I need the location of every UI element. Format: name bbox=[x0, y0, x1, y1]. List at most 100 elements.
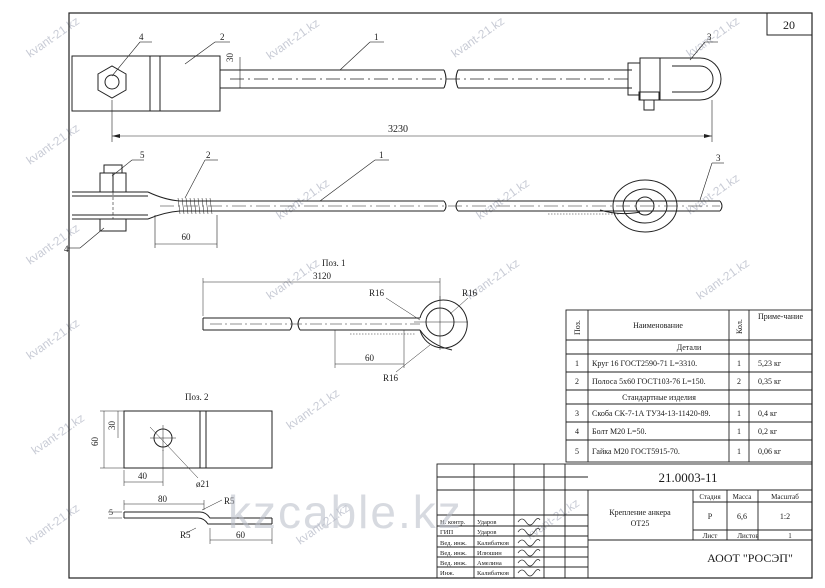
callout-1-side: 1 bbox=[379, 150, 384, 160]
callout-1: 1 bbox=[374, 32, 379, 42]
sign-role: Вед. инж. bbox=[440, 550, 467, 557]
watermark: kvant-21.kz bbox=[264, 16, 322, 63]
callout-4: 4 bbox=[139, 32, 144, 42]
sheet-number-box bbox=[766, 12, 813, 36]
pos1-view: 3120 60 bbox=[202, 271, 469, 373]
pos1-eye bbox=[419, 299, 468, 349]
spec-section-details: Детали bbox=[677, 343, 702, 352]
sign-name: Ударов bbox=[477, 529, 496, 536]
org-name: АООТ "РОСЭП" bbox=[707, 551, 793, 565]
sign-name: Калибатков bbox=[477, 540, 509, 547]
mass-value: 6,6 bbox=[737, 512, 747, 521]
dim-r16-c: R16 bbox=[383, 373, 399, 383]
pos1-label: Поз. 1 bbox=[322, 258, 346, 268]
sign-name: Калибатков bbox=[477, 570, 509, 577]
callout-5: 5 bbox=[140, 150, 145, 160]
dim-40-pos2: 40 bbox=[138, 471, 148, 481]
spec-row-pos: 3 bbox=[575, 409, 579, 418]
watermark: kvant-21.kz bbox=[29, 411, 87, 458]
spec-row-qty: 2 bbox=[737, 377, 741, 386]
stage-value: Р bbox=[708, 512, 713, 521]
pos2-view bbox=[100, 410, 273, 544]
watermark: kvant-21.kz bbox=[474, 176, 532, 223]
spec-row-name: Гайка М20 ГОСТ5915-70. bbox=[592, 447, 680, 456]
watermark: kvant-21.kz bbox=[274, 176, 332, 223]
spec-row-name: Круг 16 ГОСТ2590-71 L=3310. bbox=[592, 359, 697, 368]
dim-60b-pos2: 60 bbox=[236, 530, 246, 540]
title-block bbox=[436, 463, 813, 579]
spec-row-qty: 1 bbox=[737, 427, 741, 436]
sign-role: Вед. инж. bbox=[440, 540, 467, 547]
top-view: 30 3230 bbox=[71, 41, 722, 142]
spec-row-name: Болт М20 L=50. bbox=[592, 427, 647, 436]
watermark-layer: kvant-21.kz kvant-21.kz kvant-21.kz kvan… bbox=[24, 14, 752, 548]
dim-5-pos2: 5 bbox=[109, 508, 113, 517]
watermark: kvant-21.kz bbox=[684, 171, 742, 218]
spec-header-note: Приме-чание bbox=[757, 312, 804, 321]
spec-row-qty: 1 bbox=[737, 359, 741, 368]
watermark: kvant-21.kz bbox=[24, 14, 82, 61]
spec-row-qty: 1 bbox=[737, 447, 741, 456]
sign-role: Н. контр. bbox=[440, 519, 466, 526]
spec-row-note: 0,4 кг bbox=[758, 409, 778, 418]
watermark: kvant-21.kz bbox=[24, 121, 82, 168]
sheet-number: 20 bbox=[783, 18, 795, 32]
dim-r5-a: R5 bbox=[224, 496, 235, 506]
dim-d21: ø21 bbox=[196, 479, 210, 489]
watermark: kvant-21.kz bbox=[284, 386, 342, 433]
dim-60-side: 60 bbox=[182, 232, 192, 242]
dim-30: 30 bbox=[225, 53, 235, 63]
watermark: kvant-21.kz bbox=[24, 316, 82, 363]
callout-3-side: 3 bbox=[716, 153, 721, 163]
dim-r16-a: R16 bbox=[369, 288, 385, 298]
spec-header-qty: Кол. bbox=[735, 319, 744, 334]
spec-header-name: Наименование bbox=[633, 321, 683, 330]
stage-label: Стадия bbox=[699, 493, 721, 501]
spec-row-note: 0,06 кг bbox=[758, 447, 782, 456]
dim-80-pos2: 80 bbox=[158, 494, 168, 504]
pos2-label: Поз. 2 bbox=[185, 392, 209, 402]
sign-role: Вед. инж. bbox=[440, 560, 467, 567]
dim-60-pos1: 60 bbox=[365, 353, 375, 363]
spec-row-note: 0,35 кг bbox=[758, 377, 782, 386]
spec-row-pos: 2 bbox=[575, 377, 579, 386]
strip-plate bbox=[123, 410, 273, 469]
spec-header-pos: Поз. bbox=[573, 320, 582, 335]
sign-name: Илюшин bbox=[477, 550, 502, 557]
sign-role: Инж. bbox=[440, 570, 455, 577]
callout-4-side: 4 bbox=[64, 244, 69, 254]
sheets-value: 1 bbox=[788, 532, 792, 540]
dim-r5-b: R5 bbox=[180, 530, 191, 540]
dim-30-pos2: 30 bbox=[107, 421, 117, 431]
spec-row-name: Скоба СК-7-1А ТУ34-13-11420-89. bbox=[592, 409, 710, 418]
signature-rows: Н. контр. Ударов ГИП Ударов Вед. инж. Ка… bbox=[440, 519, 509, 577]
doc-number: 21.0003-11 bbox=[658, 470, 717, 485]
spec-row-note: 5,23 кг bbox=[758, 359, 782, 368]
shackle-top bbox=[660, 57, 722, 101]
side-view: 60 bbox=[68, 159, 724, 249]
sign-name: Ударов bbox=[477, 519, 496, 526]
sheets-label: Листов bbox=[737, 532, 759, 540]
title-line-2: ОТ25 bbox=[631, 519, 650, 528]
spec-rows: 1 Круг 16 ГОСТ2590-71 L=3310. 1 5,23 кг … bbox=[575, 359, 782, 456]
watermark: kvant-21.kz bbox=[449, 14, 507, 61]
spec-row-pos: 1 bbox=[575, 359, 579, 368]
spec-header-note-wrap: Приме-чание bbox=[757, 312, 804, 321]
dim-3120: 3120 bbox=[313, 271, 332, 281]
spec-row-qty: 1 bbox=[737, 409, 741, 418]
shackle-side bbox=[612, 179, 678, 233]
spec-row-name: Полоса 5х60 ГОСТ103-76 L=150. bbox=[592, 377, 706, 386]
mass-label: Масса bbox=[733, 493, 753, 501]
watermark: kvant-21.kz bbox=[694, 256, 752, 303]
watermark: kvant-21.kz bbox=[684, 14, 742, 61]
callout-3: 3 bbox=[707, 32, 712, 42]
dim-3230: 3230 bbox=[388, 124, 408, 135]
sign-role: ГИП bbox=[440, 529, 453, 536]
dim-60-pos2: 60 bbox=[90, 437, 100, 447]
title-line-1: Крепление анкера bbox=[609, 508, 671, 517]
watermark: kvant-21.kz bbox=[24, 501, 82, 548]
sign-name: Амелина bbox=[477, 560, 502, 567]
watermark: kvant-21.kz bbox=[524, 496, 582, 543]
nut-top bbox=[97, 65, 127, 99]
